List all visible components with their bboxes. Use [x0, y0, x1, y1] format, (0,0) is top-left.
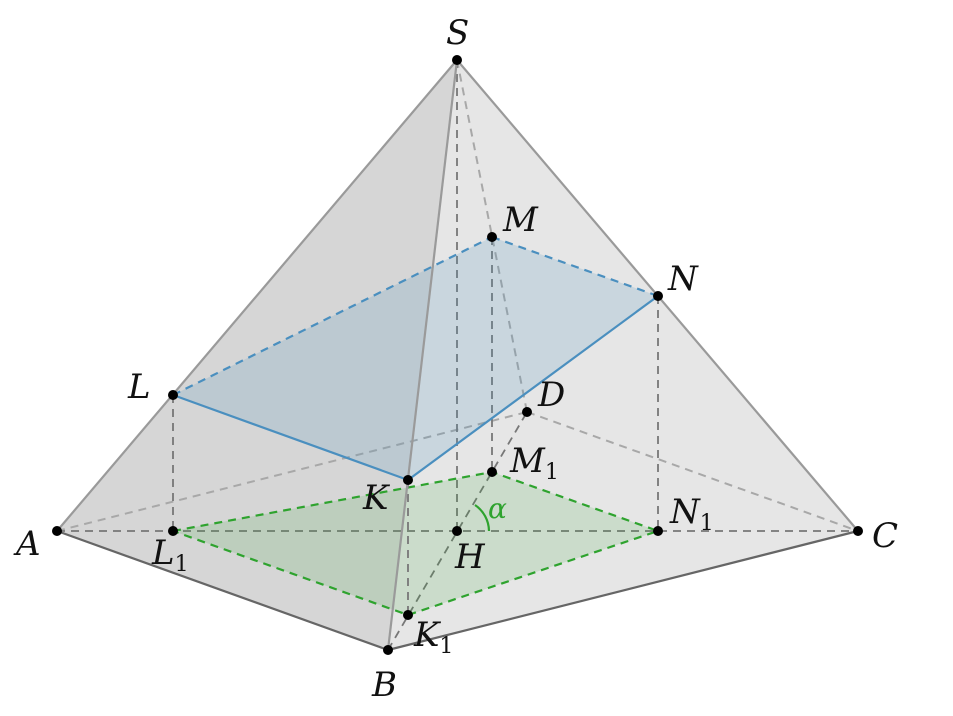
point-N	[653, 291, 663, 301]
label-N1: N1	[669, 492, 714, 536]
point-B	[383, 645, 393, 655]
hidden-edge-DC	[526, 411, 859, 532]
hidden-edge-AD	[56, 411, 528, 532]
label-K: K	[362, 478, 391, 518]
edge-SA	[56, 59, 458, 532]
point-N1	[653, 526, 663, 536]
label-D: D	[537, 375, 565, 415]
edge-AB	[56, 529, 389, 652]
section-edge-MN	[491, 235, 659, 298]
point-K1	[403, 610, 413, 620]
hidden-edge-SD	[456, 59, 528, 413]
edge-BC	[387, 529, 859, 652]
point-M1	[487, 467, 497, 477]
label-H: H	[454, 537, 486, 577]
section-edge-LK	[172, 393, 409, 482]
point-L	[168, 390, 178, 400]
label-M1: M1	[509, 441, 559, 485]
label-K1: K1	[413, 615, 453, 659]
label-L1: L1	[151, 533, 189, 577]
diagonal-BD	[387, 411, 528, 651]
section-plane	[173, 237, 658, 480]
point-K	[403, 475, 413, 485]
face-SBC	[388, 60, 858, 650]
label-S: S	[446, 13, 469, 53]
label-A: A	[13, 524, 41, 564]
projection-quadrilateral	[168, 470, 662, 617]
point-A	[52, 526, 62, 536]
label-L: L	[127, 367, 151, 407]
angle-alpha-arc	[474, 504, 491, 532]
section-edge-LM	[172, 236, 493, 396]
point-H	[452, 526, 462, 536]
point-D	[522, 407, 532, 417]
edge-SB	[386, 59, 459, 651]
section-edge-KN	[407, 295, 659, 481]
point-S	[452, 55, 462, 65]
label-B: B	[371, 665, 397, 705]
face-SAB	[57, 60, 457, 650]
point-M	[487, 232, 497, 242]
point-L1	[168, 526, 178, 536]
point-C	[853, 526, 863, 536]
label-C: C	[872, 516, 898, 556]
label-M: M	[502, 200, 539, 240]
angle-alpha-label: α	[488, 492, 507, 525]
label-N: N	[667, 259, 699, 299]
